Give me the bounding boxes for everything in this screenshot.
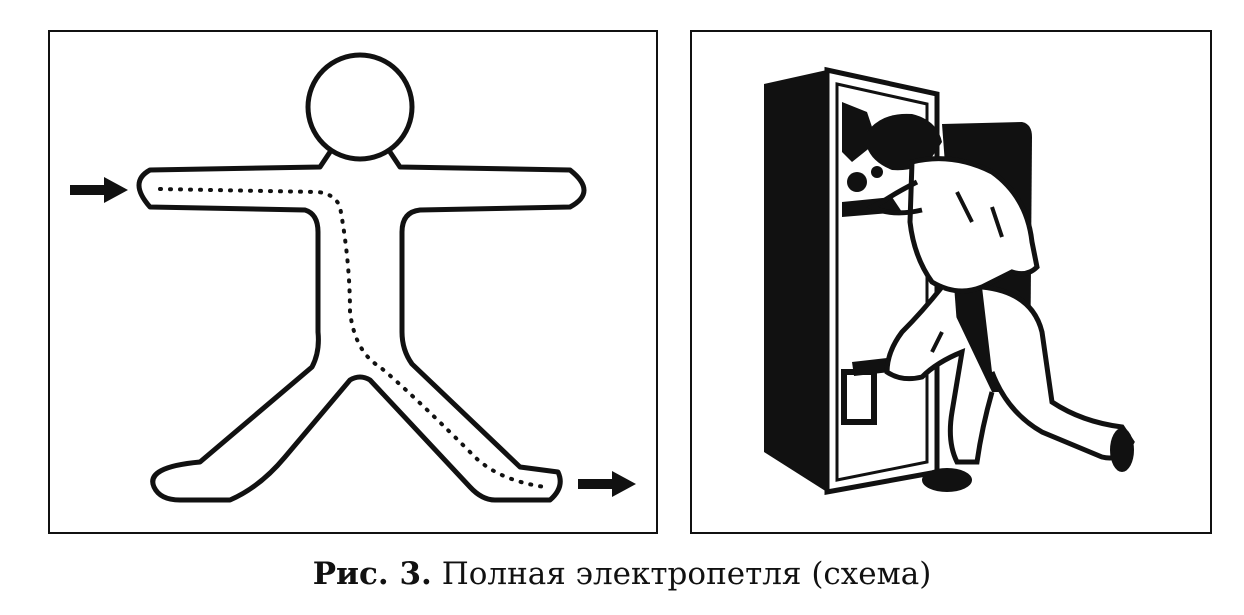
body-outline-diagram [70,52,636,503]
illustration-panel [690,30,1212,534]
person-refrigerator-illustration [764,66,1135,495]
head-outline [305,52,415,162]
body-outline [136,150,587,503]
schematic-panel [48,30,658,534]
current-out-arrow-icon [578,471,636,497]
figure-title: Полная электропетля (схема) [441,556,932,592]
current-path-dotted [158,187,547,489]
current-in-arrow-icon [70,177,128,203]
person [866,113,1135,492]
figure-number: Рис. 3. [312,556,432,592]
figure-caption: Рис. 3. Полная электропетля (схема) [0,556,1244,592]
